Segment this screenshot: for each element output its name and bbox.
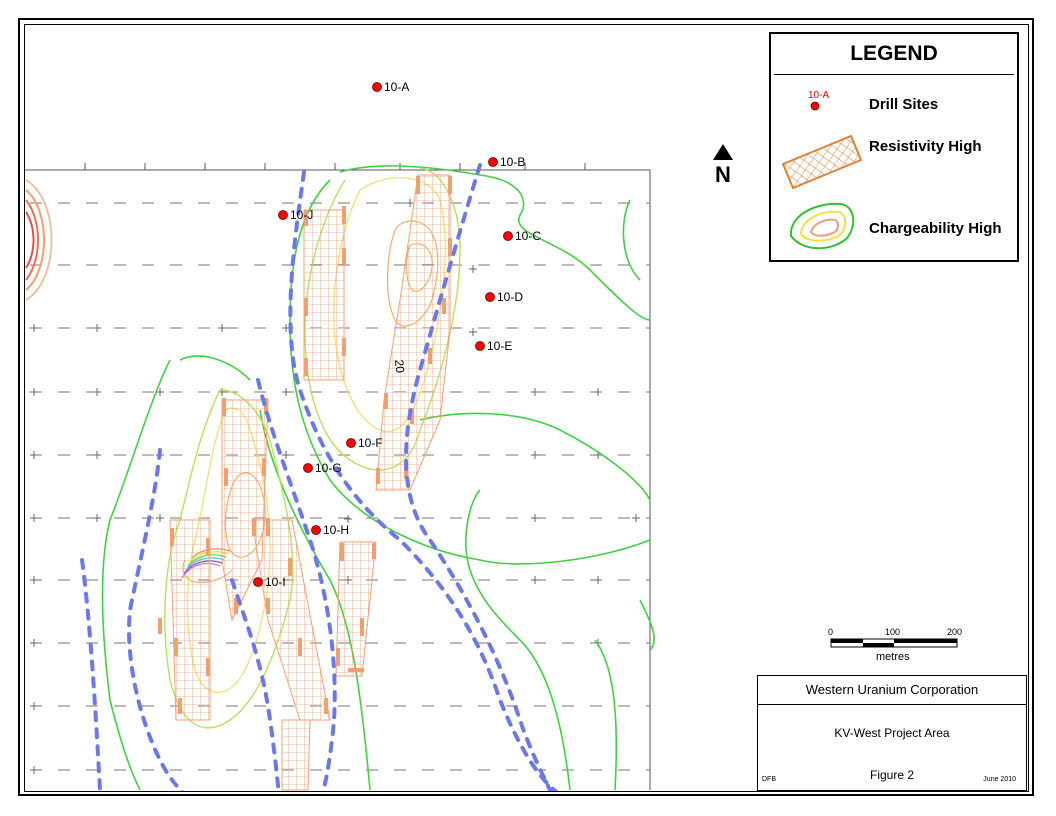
- author-initials: DFB: [762, 776, 776, 783]
- drill-site-marker: [253, 577, 263, 587]
- drill-site-label: 10-A: [384, 80, 409, 94]
- drill-site-label: 10-F: [358, 436, 383, 450]
- fault-lines: [80, 163, 559, 791]
- contour-label: 20: [392, 359, 407, 374]
- drill-site-marker: [488, 157, 498, 167]
- drill-site-label: 10-G: [315, 461, 342, 475]
- scale-tick-100: 100: [885, 627, 901, 637]
- drill-site-label: 10-B: [500, 155, 525, 169]
- figure-date: June 2010: [983, 776, 1016, 783]
- drill-site-label: 10-I: [265, 575, 286, 589]
- legend-chargeability-label: Chargeability High: [869, 220, 1002, 237]
- legend-resistivity-label: Resistivity High: [869, 138, 982, 155]
- scale-bar: 0 100 200 metres: [820, 627, 970, 667]
- drill-site-marker: [475, 341, 485, 351]
- drill-site-marker: [503, 231, 513, 241]
- scale-unit: metres: [876, 651, 910, 663]
- company-name: Western Uranium Corporation: [758, 676, 1026, 705]
- drill-site-label: 10-J: [290, 208, 313, 222]
- chargeability-edge-anomaly: [25, 179, 53, 301]
- legend-chargeability-swatch: [789, 202, 855, 250]
- scale-tick-200: 200: [947, 627, 963, 637]
- north-arrow-icon: [713, 144, 733, 160]
- resistivity-edge-marks: [158, 176, 452, 714]
- north-label: N: [715, 162, 731, 187]
- legend-resistivity-swatch: [781, 134, 863, 190]
- drill-site-marker: [311, 525, 321, 535]
- figure-number: Figure 2: [869, 768, 915, 782]
- map-outer-frame: [18, 18, 1034, 796]
- drill-site-marker: [485, 292, 495, 302]
- legend-drill-site-sample-label: 10-A: [808, 90, 830, 101]
- drill-site-label: 10-E: [487, 339, 512, 353]
- map-inner-frame: [24, 24, 1029, 792]
- drill-site-label: 10-C: [515, 229, 541, 243]
- drill-site-marker: [372, 82, 382, 92]
- drill-site-label: 10-D: [497, 290, 523, 304]
- drill-sites: 10-A 10-B 10-C 10-D 10-E 10-F 10-G 10-H 10-I 10-J: [253, 80, 541, 589]
- title-block: Western Uranium Corporation KV-West Proj…: [757, 675, 1027, 791]
- project-name: KV-West Project Area: [834, 726, 950, 740]
- drill-site-marker: [346, 438, 356, 448]
- legend: LEGEND 10-A Drill Sites Resistivity High…: [769, 32, 1019, 262]
- scale-tick-0: 0: [828, 627, 834, 637]
- drill-site-label: 10-H: [323, 523, 349, 537]
- legend-drill-sites-label: Drill Sites: [869, 96, 939, 113]
- legend-title: LEGEND: [850, 42, 938, 65]
- legend-drill-site-icon: [810, 101, 820, 111]
- resistivity-highs: [169, 174, 451, 791]
- drill-site-marker: [303, 463, 313, 473]
- drill-site-marker: [278, 210, 288, 220]
- north-arrow: N: [708, 142, 738, 188]
- legend-divider: [774, 74, 1014, 75]
- scale-bar-graphic: [830, 638, 958, 648]
